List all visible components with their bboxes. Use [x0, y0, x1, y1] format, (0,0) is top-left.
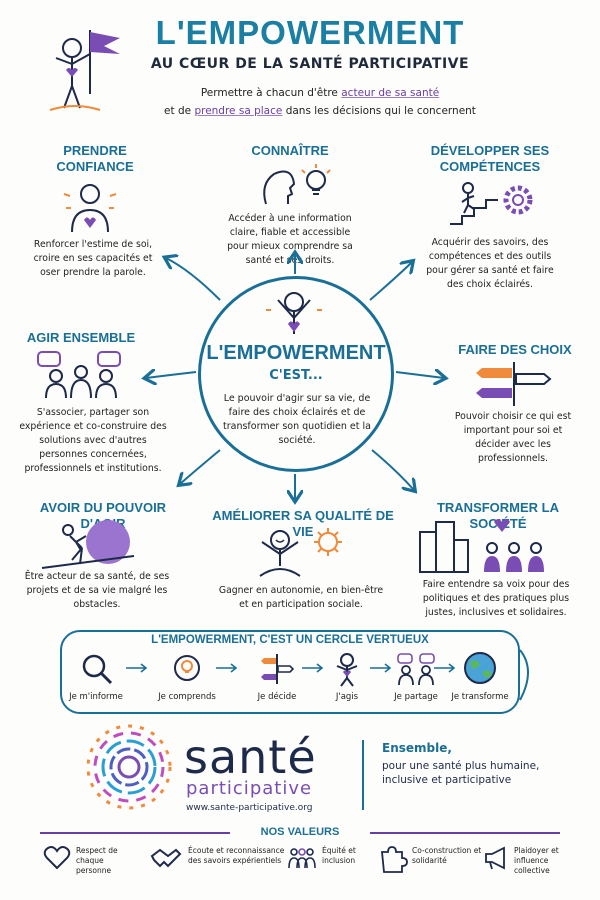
- logo-url[interactable]: www.sante-participative.org: [186, 803, 313, 813]
- section-title-qualite: AMÉLIORER SA QUALITÉ DE VIE: [212, 508, 394, 539]
- section-text-competences: Acquérir des savoirs, des compétences et…: [426, 237, 554, 290]
- intro-text: Permettre à chacun d'être acteur de sa s…: [164, 87, 476, 117]
- cycle-step-5: Je partage: [394, 692, 438, 702]
- center-text: Le pouvoir d'agir sur sa vie, de faire d…: [223, 393, 371, 446]
- push-boulder-icon: [41, 520, 135, 569]
- page-subtitle: AU CŒUR DE LA SANTÉ PARTICIPATIVE: [150, 56, 470, 72]
- section-text-choix: Pouvoir choisir ce qui est important pou…: [454, 411, 572, 464]
- heart-icon: [43, 846, 71, 870]
- cheering-person-icon: [266, 292, 322, 334]
- happy-person-sun-icon: [259, 528, 342, 577]
- values-line-left: [40, 832, 230, 834]
- value-item-1: Respect de chaque personne: [76, 846, 118, 875]
- section-text-qualite: Gagner en autonomie, en bien-être et en …: [218, 585, 384, 610]
- logo-word: santé: [184, 730, 317, 784]
- intro-highlight-2: prendre sa place: [194, 105, 283, 117]
- handshake-icon: [150, 848, 182, 868]
- ensemble-title: Ensemble,: [382, 741, 452, 755]
- signpost-icon: [476, 362, 552, 406]
- city-people-icon: [419, 519, 544, 573]
- value-item-4: Co-construction et solidarité: [412, 846, 482, 865]
- cycle-step-1: Je m'informe: [69, 692, 123, 702]
- megaphone-icon: [485, 846, 505, 870]
- puzzle-icon: [381, 846, 408, 873]
- signpost-small-icon: [261, 654, 295, 684]
- ensemble-text: pour une santé plus humaine, inclusive e…: [382, 760, 540, 786]
- sharing-people-icon: [397, 653, 435, 686]
- cycle-step-6: Je transforme: [451, 692, 509, 702]
- cycle-step-2: Je comprends: [158, 692, 216, 702]
- cycle-step-4: J'agis: [335, 692, 359, 702]
- person-heart-icon: [63, 184, 117, 233]
- head-bulb-icon: [174, 655, 200, 681]
- cycle-title: L'EMPOWERMENT, C'EST UN CERCLE VERTUEUX: [151, 634, 429, 646]
- group-speech-icon: [37, 351, 121, 399]
- center-circle: [198, 276, 394, 472]
- globe-icon: [464, 652, 496, 684]
- value-item-3: Équité et inclusion: [322, 846, 356, 865]
- acting-person-icon: [336, 653, 358, 687]
- section-text-societe: Faire entendre sa voix pour des politiqu…: [422, 579, 570, 618]
- value-item-2: Écoute et reconnaissance des savoirs exp…: [188, 846, 285, 865]
- magnifier-icon: [82, 654, 113, 685]
- section-title-ensemble: AGIR ENSEMBLE: [26, 330, 136, 345]
- logo-sub: participative: [186, 778, 313, 799]
- center-subtitle: C'EST...: [269, 368, 323, 383]
- section-title-confiance: PRENDRE CONFIANCE: [56, 143, 134, 174]
- cycle-step-3: Je décide: [257, 692, 297, 702]
- head-lightbulb-icon: [263, 164, 331, 205]
- logo-fingerprint-icon: [86, 724, 172, 810]
- values-line-right: [370, 832, 560, 834]
- section-text-pouvoir: Être acteur de sa santé, de ses projets …: [24, 571, 170, 610]
- cycle-box: [60, 630, 520, 714]
- value-item-5: Plaidoyer et influence collective: [514, 846, 559, 875]
- person-with-flag-icon: [49, 30, 120, 111]
- section-title-competences: DÉVELOPPER SES COMPÉTENCES: [430, 143, 550, 174]
- center-title: L'EMPOWERMENT: [206, 342, 386, 364]
- section-text-confiance: Renforcer l'estime de soi, croire en ses…: [33, 239, 153, 278]
- logo-divider: [362, 740, 364, 810]
- page-title: L'EMPOWERMENT: [155, 14, 465, 51]
- section-title-choix: FAIRE DES CHOIX: [458, 342, 572, 357]
- group-icon: [288, 848, 316, 869]
- stairs-gear-icon: [450, 182, 533, 225]
- section-text-ensemble: S'associer, partager son expérience et c…: [19, 407, 167, 474]
- section-title-connaitre: CONNAÎTRE: [251, 143, 329, 158]
- intro-highlight-1: acteur de sa santé: [341, 87, 440, 99]
- values-title: NOS VALEURS: [260, 826, 340, 838]
